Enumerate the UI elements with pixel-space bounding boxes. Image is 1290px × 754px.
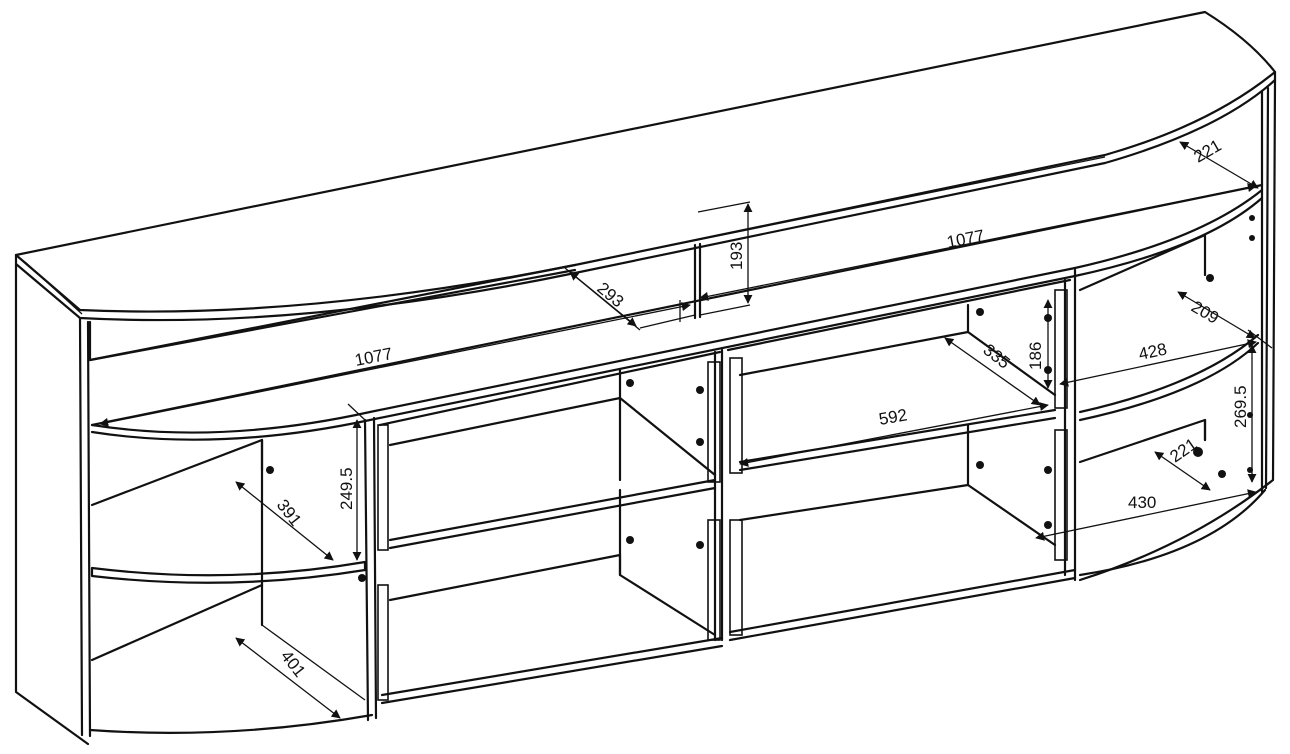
dim-right-bottom-length: 430 — [1128, 493, 1156, 512]
dim-right-height: 269.5 — [1231, 385, 1250, 428]
hardware-holes — [266, 215, 1255, 582]
dim-top-shelf-length-right: 1077 — [945, 226, 986, 252]
back-panel — [88, 156, 1106, 362]
dim-right-top-depth: 221 — [1191, 136, 1225, 167]
dim-right-mid-length: 428 — [1137, 339, 1169, 363]
dim-center-shelf-length: 592 — [877, 405, 908, 429]
right-side-panel — [1078, 78, 1277, 582]
dim-left-shelf-mid-depth: 391 — [273, 496, 305, 530]
dim-center-height: 186 — [1026, 342, 1045, 370]
dim-left-shelf-bottom-depth: 401 — [277, 647, 309, 681]
dim-left-compartment-height: 249.5 — [337, 467, 356, 510]
dimension-lines — [99, 141, 1273, 719]
dim-right-bottom-depth: 221 — [1166, 434, 1200, 466]
left-side-panel — [14, 262, 92, 746]
dim-top-height: 193 — [727, 242, 746, 270]
top-shelf — [90, 183, 1264, 441]
left-section — [88, 416, 378, 734]
center-section — [378, 268, 1077, 705]
dim-top-depth: 293 — [593, 279, 627, 312]
